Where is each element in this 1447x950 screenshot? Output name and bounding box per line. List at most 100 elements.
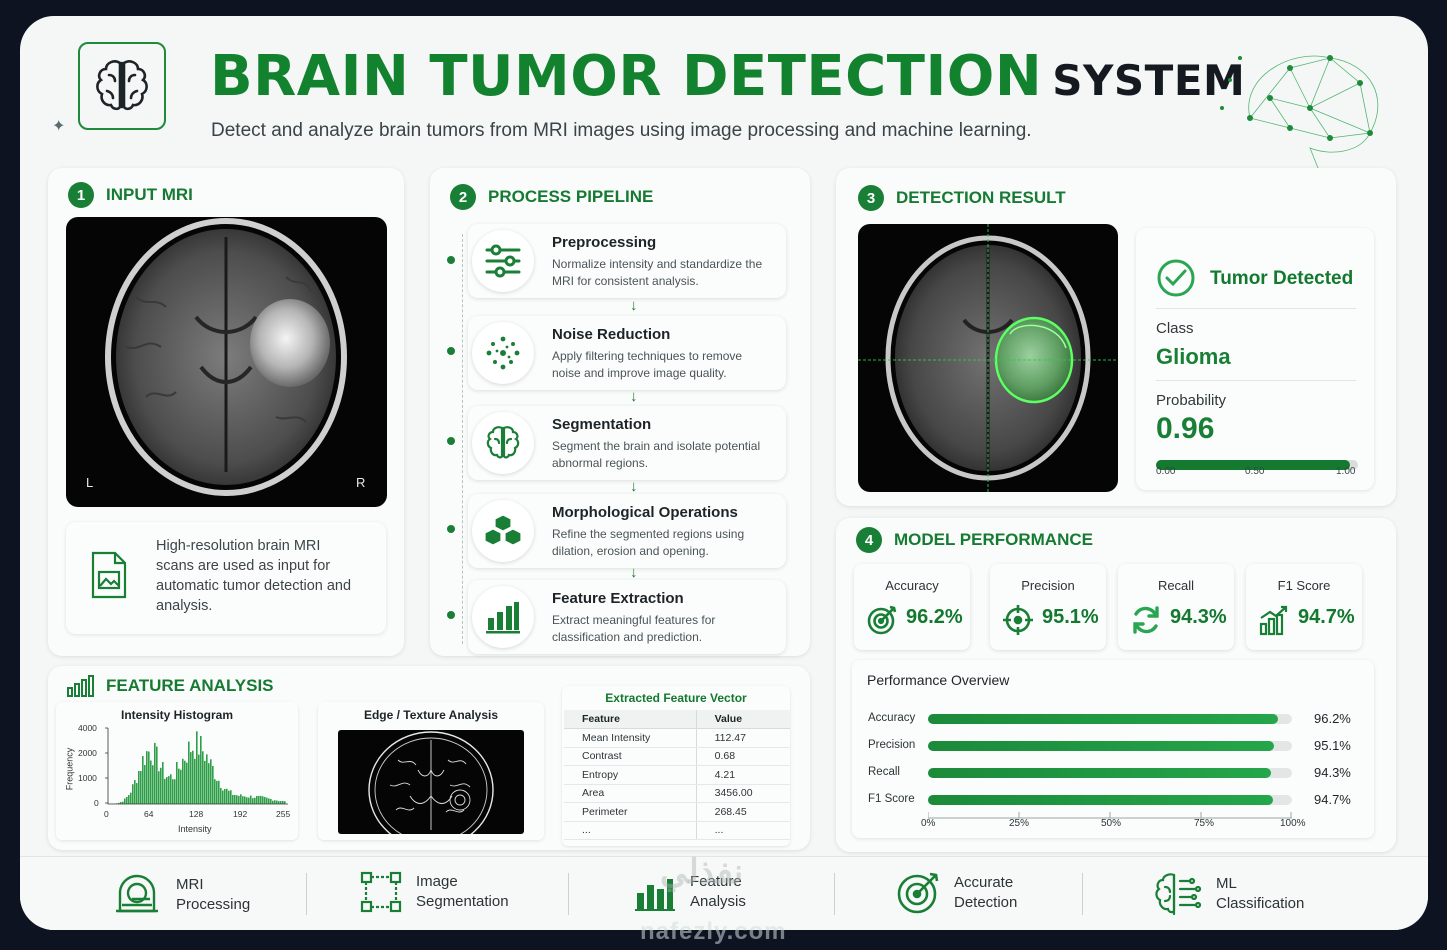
feature-value: 3456.00 bbox=[695, 784, 790, 803]
bar-value-label: 94.7% bbox=[1314, 792, 1351, 807]
pipeline-dot bbox=[447, 347, 455, 355]
sparkle-icon: ✦ bbox=[52, 118, 66, 135]
arrow-down-icon: ↓ bbox=[630, 478, 638, 495]
pipeline-dot bbox=[447, 437, 455, 445]
x-tick: 64 bbox=[144, 809, 154, 819]
histogram-bar bbox=[198, 754, 200, 804]
histogram-bar bbox=[164, 778, 166, 804]
feature-value: 112.47 bbox=[695, 728, 790, 748]
feature-name: Entropy bbox=[564, 765, 697, 785]
bar-track bbox=[928, 795, 1292, 805]
arrow-down-icon: ↓ bbox=[630, 297, 638, 314]
histogram-bar bbox=[232, 794, 234, 804]
histogram-title: Intensity Histogram bbox=[120, 708, 234, 722]
metric-name: F1 Score bbox=[1277, 578, 1331, 593]
bar bbox=[928, 768, 1272, 778]
histogram-bar bbox=[202, 751, 204, 804]
footer-separator bbox=[834, 873, 835, 915]
y-tick: 4000 bbox=[78, 723, 97, 733]
histogram-bar bbox=[260, 795, 262, 804]
probability-fill bbox=[1156, 460, 1350, 470]
feature-value: 268.45 bbox=[695, 802, 790, 822]
histogram-bar bbox=[156, 746, 158, 804]
network-brain-icon bbox=[1220, 55, 1379, 174]
footer-separator bbox=[568, 873, 569, 915]
axis-tick: 0% bbox=[921, 818, 936, 829]
column-header: Feature bbox=[564, 710, 697, 729]
page-subtitle: Detect and analyze brain tumors from MRI… bbox=[211, 120, 1032, 141]
metric-value: 95.1% bbox=[1042, 606, 1099, 628]
histogram-bar bbox=[130, 792, 132, 804]
footer-separator bbox=[306, 873, 307, 915]
histogram-bar bbox=[226, 788, 228, 804]
step-title: Feature Extraction bbox=[552, 590, 684, 607]
probability-tick: 0.50 bbox=[1245, 466, 1265, 477]
histogram-bar bbox=[238, 795, 240, 804]
mri-right-label: R bbox=[356, 475, 366, 490]
pipeline-step-morphological[interactable]: Morphological Operations Refine the segm… bbox=[468, 494, 786, 568]
histogram-bar bbox=[184, 760, 186, 804]
cubes-icon bbox=[472, 500, 534, 562]
histogram-bar bbox=[166, 777, 168, 804]
histogram-bar bbox=[280, 801, 282, 804]
histogram-bar bbox=[140, 771, 142, 804]
result-panel: Tumor Detected Class Glioma Probability … bbox=[1136, 228, 1374, 490]
metric-value: 96.2% bbox=[906, 606, 963, 628]
feature-name: Perimeter bbox=[564, 802, 697, 822]
class-label: Class bbox=[1156, 320, 1194, 337]
divider bbox=[1156, 308, 1356, 309]
histogram-bar bbox=[248, 797, 250, 804]
watermark-text: nafezly.com bbox=[640, 918, 787, 945]
crosshair-icon bbox=[1003, 605, 1033, 635]
histogram-bar bbox=[234, 795, 236, 804]
metric-value: 94.7% bbox=[1298, 606, 1355, 628]
metric-precision: Precision 95.1% bbox=[990, 564, 1106, 650]
histogram-bar bbox=[174, 779, 176, 804]
histogram-bar bbox=[148, 751, 150, 804]
table-header-row: Feature Value bbox=[564, 710, 790, 729]
histogram-bar bbox=[220, 787, 222, 804]
histogram-bar bbox=[160, 767, 162, 804]
histogram-bar bbox=[204, 760, 206, 804]
bar-track bbox=[928, 768, 1292, 778]
bar-track bbox=[928, 741, 1292, 751]
x-tick: 192 bbox=[233, 809, 248, 819]
x-tick: 255 bbox=[276, 809, 291, 819]
histogram-bar bbox=[228, 790, 230, 804]
pipeline-step-preprocessing[interactable]: Preprocessing Normalize intensity and st… bbox=[468, 224, 786, 298]
result-heading: 3 DETECTION RESULT bbox=[858, 185, 1066, 211]
section-title: INPUT MRI bbox=[106, 185, 193, 204]
pipeline-step-feature-extraction[interactable]: Feature Extraction Extract meaningful fe… bbox=[468, 580, 786, 654]
y-tick: 1000 bbox=[78, 773, 97, 783]
histogram-bar bbox=[258, 795, 260, 804]
histogram-bar bbox=[132, 784, 134, 804]
table-row: ...... bbox=[564, 821, 790, 840]
histogram-bar bbox=[118, 802, 120, 804]
feature-value: ... bbox=[695, 821, 790, 840]
edge-analysis-card: Edge / Texture Analysis bbox=[318, 702, 544, 840]
histogram-bar bbox=[200, 735, 202, 804]
step-description: Normalize intensity and standardize the … bbox=[552, 257, 763, 288]
arrow-down-icon: ↓ bbox=[630, 564, 638, 581]
bar bbox=[928, 714, 1279, 724]
pipeline-step-noise-reduction[interactable]: Noise Reduction Apply filtering techniqu… bbox=[468, 316, 786, 390]
pipeline-step-segmentation[interactable]: Segmentation Segment the brain and isola… bbox=[468, 406, 786, 480]
footer-separator bbox=[1082, 873, 1083, 915]
histogram-xlabel: Intensity bbox=[178, 824, 212, 834]
pipeline-connector bbox=[462, 234, 463, 644]
performance-heading: 4 MODEL PERFORMANCE bbox=[856, 527, 1093, 553]
x-tick: 128 bbox=[189, 809, 204, 819]
histogram-bar bbox=[128, 795, 130, 804]
detection-status: Tumor Detected bbox=[1210, 268, 1354, 289]
histogram-bar bbox=[262, 796, 264, 804]
image-file-icon bbox=[91, 551, 127, 599]
step-description: Refine the segmented regions using dilat… bbox=[552, 527, 745, 558]
bar bbox=[928, 741, 1275, 751]
metric-name: Recall bbox=[1157, 578, 1195, 593]
target-icon bbox=[867, 605, 897, 635]
histogram-bar bbox=[218, 780, 220, 804]
growth-chart-icon bbox=[1259, 605, 1288, 636]
histogram-bar bbox=[270, 799, 272, 804]
